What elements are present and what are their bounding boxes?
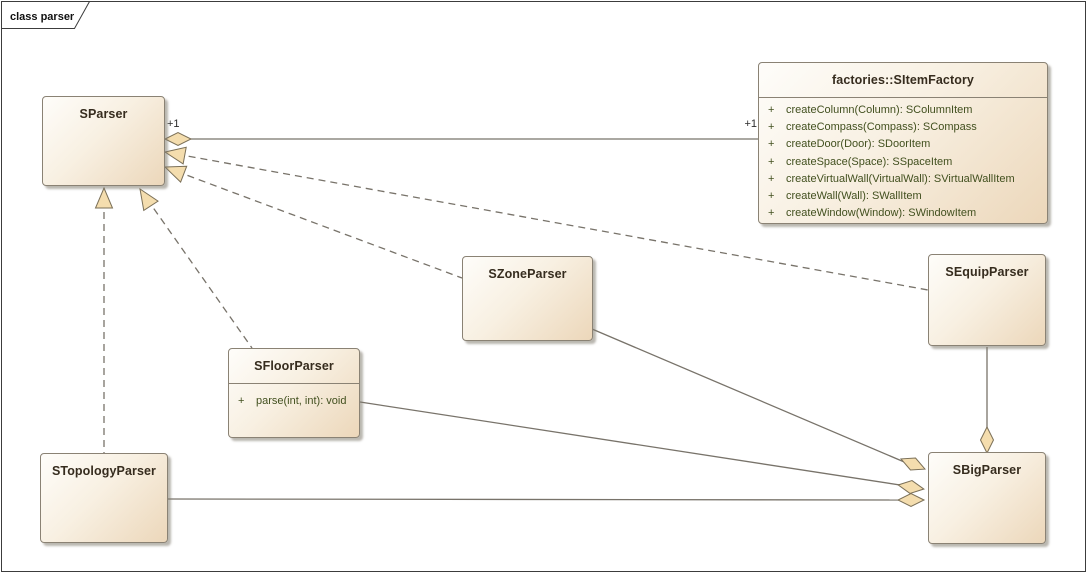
aggregation-line-sfloorparser-sbigparser[interactable] [359, 401, 914, 488]
realization-arrowhead-equip-icon[interactable] [163, 144, 187, 165]
method-row: + createCompass(Compass): SCompass [759, 118, 1047, 135]
visibility-marker: + [768, 172, 775, 185]
visibility-marker: + [768, 207, 775, 220]
class-box-sitemfactory[interactable]: factories::SItemFactory + createColumn(C… [758, 62, 1048, 224]
visibility-marker: + [238, 394, 245, 407]
class-box-stopologyparser[interactable]: STopologyParser [40, 453, 168, 543]
method-signature: createColumn(Column): SColumnItem [786, 103, 973, 116]
class-name: SZoneParser [488, 267, 567, 281]
method-signature: createSpace(Space): SSpaceItem [786, 155, 953, 168]
compartment-divider [759, 97, 1047, 98]
aggregation-diamond-sparser-icon[interactable] [163, 131, 193, 147]
multiplicity-label-source: +1 [167, 118, 180, 130]
method-row: + createDoor(Door): SDoorItem [759, 136, 1047, 153]
realization-arrowhead-zone-icon[interactable] [162, 159, 188, 183]
aggregation-diamond-sbigparser-zone-icon[interactable] [898, 453, 927, 475]
method-row: + createVirtualWall(VirtualWall): SVirtu… [759, 170, 1047, 187]
class-name: SEquipParser [945, 265, 1029, 279]
visibility-marker: + [768, 120, 775, 133]
method-row: + createSpace(Space): SSpaceItem [759, 153, 1047, 170]
method-row: + parse(int, int): void [229, 392, 359, 409]
method-signature: createWindow(Window): SWindowItem [786, 207, 977, 220]
class-name: SBigParser [952, 463, 1022, 477]
realization-arrowhead-topology-icon[interactable] [94, 186, 114, 209]
aggregation-diamond-sbigparser-topology-icon[interactable] [896, 492, 926, 508]
method-signature: createWall(Wall): SWallItem [786, 190, 922, 203]
class-box-szoneparser[interactable]: SZoneParser [462, 256, 593, 341]
diagram-frame-tab: class parser [1, 1, 91, 29]
method-signature: createCompass(Compass): SCompass [786, 120, 977, 133]
compartment-divider [229, 383, 359, 384]
class-name: factories::SItemFactory [832, 73, 974, 87]
class-name: SFloorParser [254, 359, 334, 373]
visibility-marker: + [768, 138, 775, 151]
class-name: STopologyParser [51, 464, 157, 478]
visibility-marker: + [768, 103, 775, 116]
visibility-marker: + [768, 190, 775, 203]
realization-line-sequipparser-sparser[interactable] [164, 151, 929, 291]
realization-line-sfloorparser-sparser[interactable] [139, 188, 253, 349]
method-row: + createColumn(Column): SColumnItem [759, 101, 1047, 118]
aggregation-line-stopologyparser-sbigparser[interactable] [167, 498, 914, 501]
class-box-sparser[interactable]: SParser [42, 96, 165, 186]
aggregation-line-szoneparser-sbigparser[interactable] [591, 328, 917, 468]
frame-tab-label: class parser [10, 11, 75, 23]
realization-line-szoneparser-sparser[interactable] [164, 166, 463, 279]
method-signature: createDoor(Door): SDoorItem [786, 138, 931, 151]
method-row: + createWindow(Window): SWindowItem [759, 205, 1047, 222]
method-row: + createWall(Wall): SWallItem [759, 187, 1047, 204]
visibility-marker: + [768, 155, 775, 168]
multiplicity-label-target: +1 [744, 118, 757, 130]
aggregation-diamond-sbigparser-floor-icon[interactable] [897, 479, 925, 496]
realization-arrowhead-floor-icon[interactable] [133, 184, 159, 212]
class-box-sfloorparser[interactable]: SFloorParser + parse(int, int): void [228, 348, 360, 438]
class-box-sequipparser[interactable]: SEquipParser [928, 254, 1046, 346]
aggregation-diamond-sbigparser-equip-icon[interactable] [979, 425, 995, 455]
method-signature: createVirtualWall(VirtualWall): SVirtual… [786, 172, 1015, 185]
method-signature: parse(int, int): void [256, 394, 347, 407]
methods-compartment: + createColumn(Column): SColumnItem + cr… [759, 98, 1047, 222]
class-box-sbigparser[interactable]: SBigParser [928, 452, 1046, 544]
class-name: SParser [79, 107, 128, 121]
methods-compartment: + parse(int, int): void [229, 384, 359, 409]
